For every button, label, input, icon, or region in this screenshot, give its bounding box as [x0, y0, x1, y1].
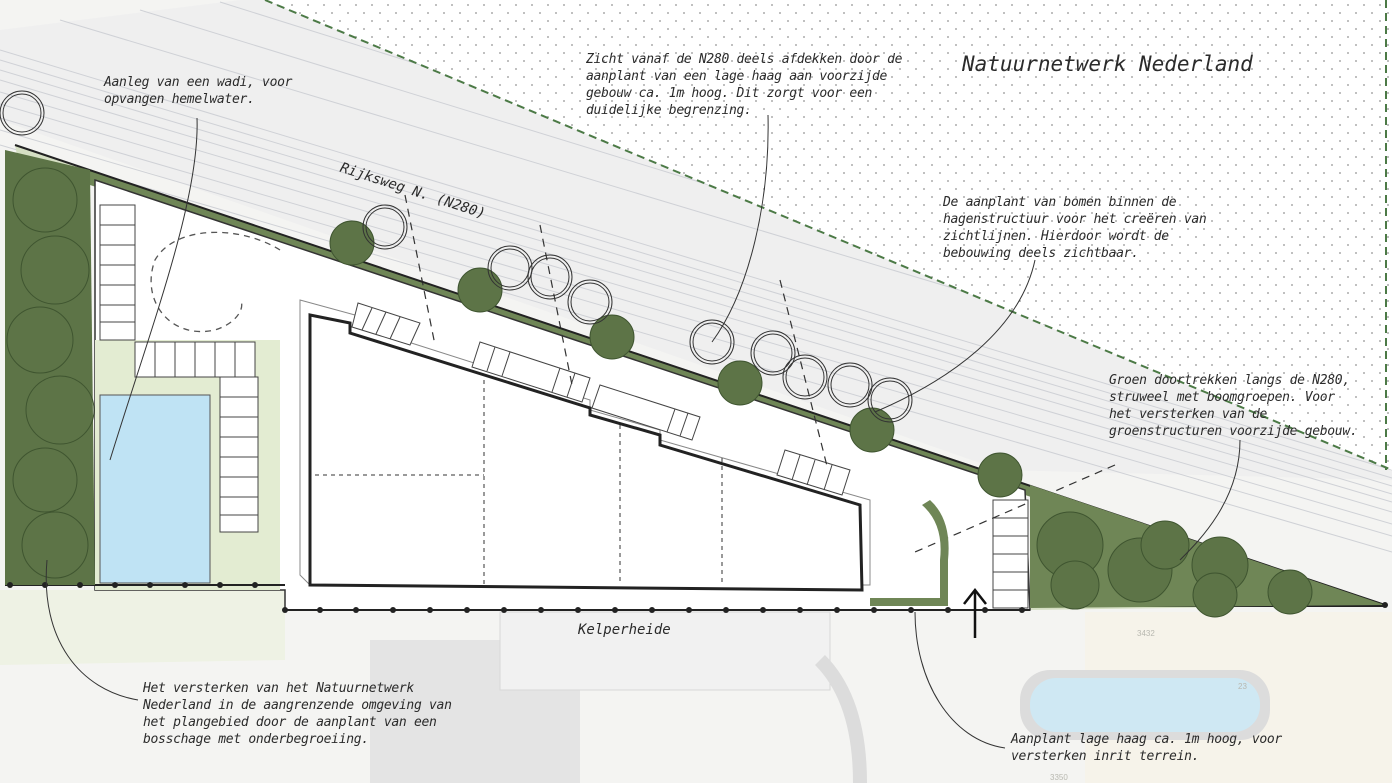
- fence-posts: [7, 582, 1388, 613]
- hedge-trees: [329, 220, 1023, 498]
- bosschage-trees: [6, 167, 95, 579]
- kelperheide-label: Kelperheide: [578, 622, 671, 638]
- house-number: 3432: [1137, 629, 1155, 638]
- entrance-arrow: [963, 587, 987, 638]
- water-basin: [99, 394, 211, 584]
- bosschage-west: [5, 150, 95, 585]
- parking-right: [992, 499, 1029, 609]
- annotation-wadi: Aanleg van een wadi, voor opvangen hemel…: [104, 75, 293, 107]
- side-road: [814, 655, 867, 783]
- sightlines: [404, 194, 1116, 553]
- annotation-haag: Aanplant lage haag ca. 1m hoog, voor ver…: [1011, 732, 1282, 764]
- annotation-groen: Groen doortrekken langs de N280, struwee…: [1109, 373, 1358, 439]
- tree-group-east: [1036, 511, 1313, 618]
- existing-trees: [0, 90, 913, 423]
- leader-lines: [45, 114, 1241, 749]
- lower-left-field: [0, 590, 285, 665]
- facade-stairs: [351, 302, 851, 496]
- annotation-natuurnetwerk: Het versterken van het Natuurnetwerk Ned…: [143, 681, 452, 747]
- building-units: [315, 380, 723, 585]
- entrance-hedge: [870, 500, 949, 606]
- annotation-bomen: De aanplant van bomen binnen de hagenstr…: [943, 195, 1207, 261]
- street-parking: [499, 611, 831, 691]
- building: [308, 313, 864, 592]
- annotation-zicht: Zicht vanaf de N280 deels afdekken door …: [586, 52, 903, 118]
- neighbour-pond: [1030, 678, 1260, 732]
- natuurnetwerk-boundary: [264, 0, 1392, 471]
- parking-left: [99, 204, 259, 533]
- house-number: 23: [1238, 682, 1247, 691]
- house-number: 3350: [1050, 773, 1068, 782]
- natuurnetwerk-label: Natuurnetwerk Nederland: [962, 52, 1253, 76]
